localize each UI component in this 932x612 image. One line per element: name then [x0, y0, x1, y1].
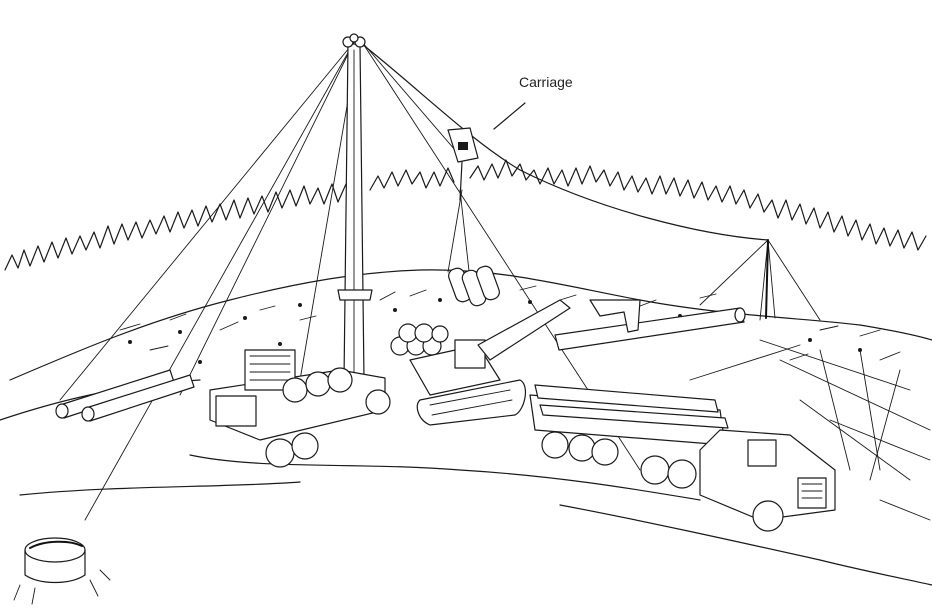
tailhold-stump [13, 537, 111, 605]
suspended-logs [448, 265, 500, 307]
tailhold-spar [765, 239, 769, 319]
yarder-tower [337, 33, 373, 381]
yarder-truck [209, 349, 391, 468]
log-deck-pile [390, 323, 449, 356]
background-treeline [4, 159, 927, 271]
logs-left [55, 369, 195, 422]
terrain [0, 269, 932, 586]
skyline-cable [361, 43, 821, 321]
tracked-loader [409, 299, 571, 426]
carriage-leader-line [493, 102, 526, 130]
slash-right [689, 339, 931, 521]
log-truck [529, 384, 836, 532]
skidded-log [554, 299, 746, 351]
carriage-label: Carriage [519, 74, 573, 90]
carriage [447, 127, 479, 281]
